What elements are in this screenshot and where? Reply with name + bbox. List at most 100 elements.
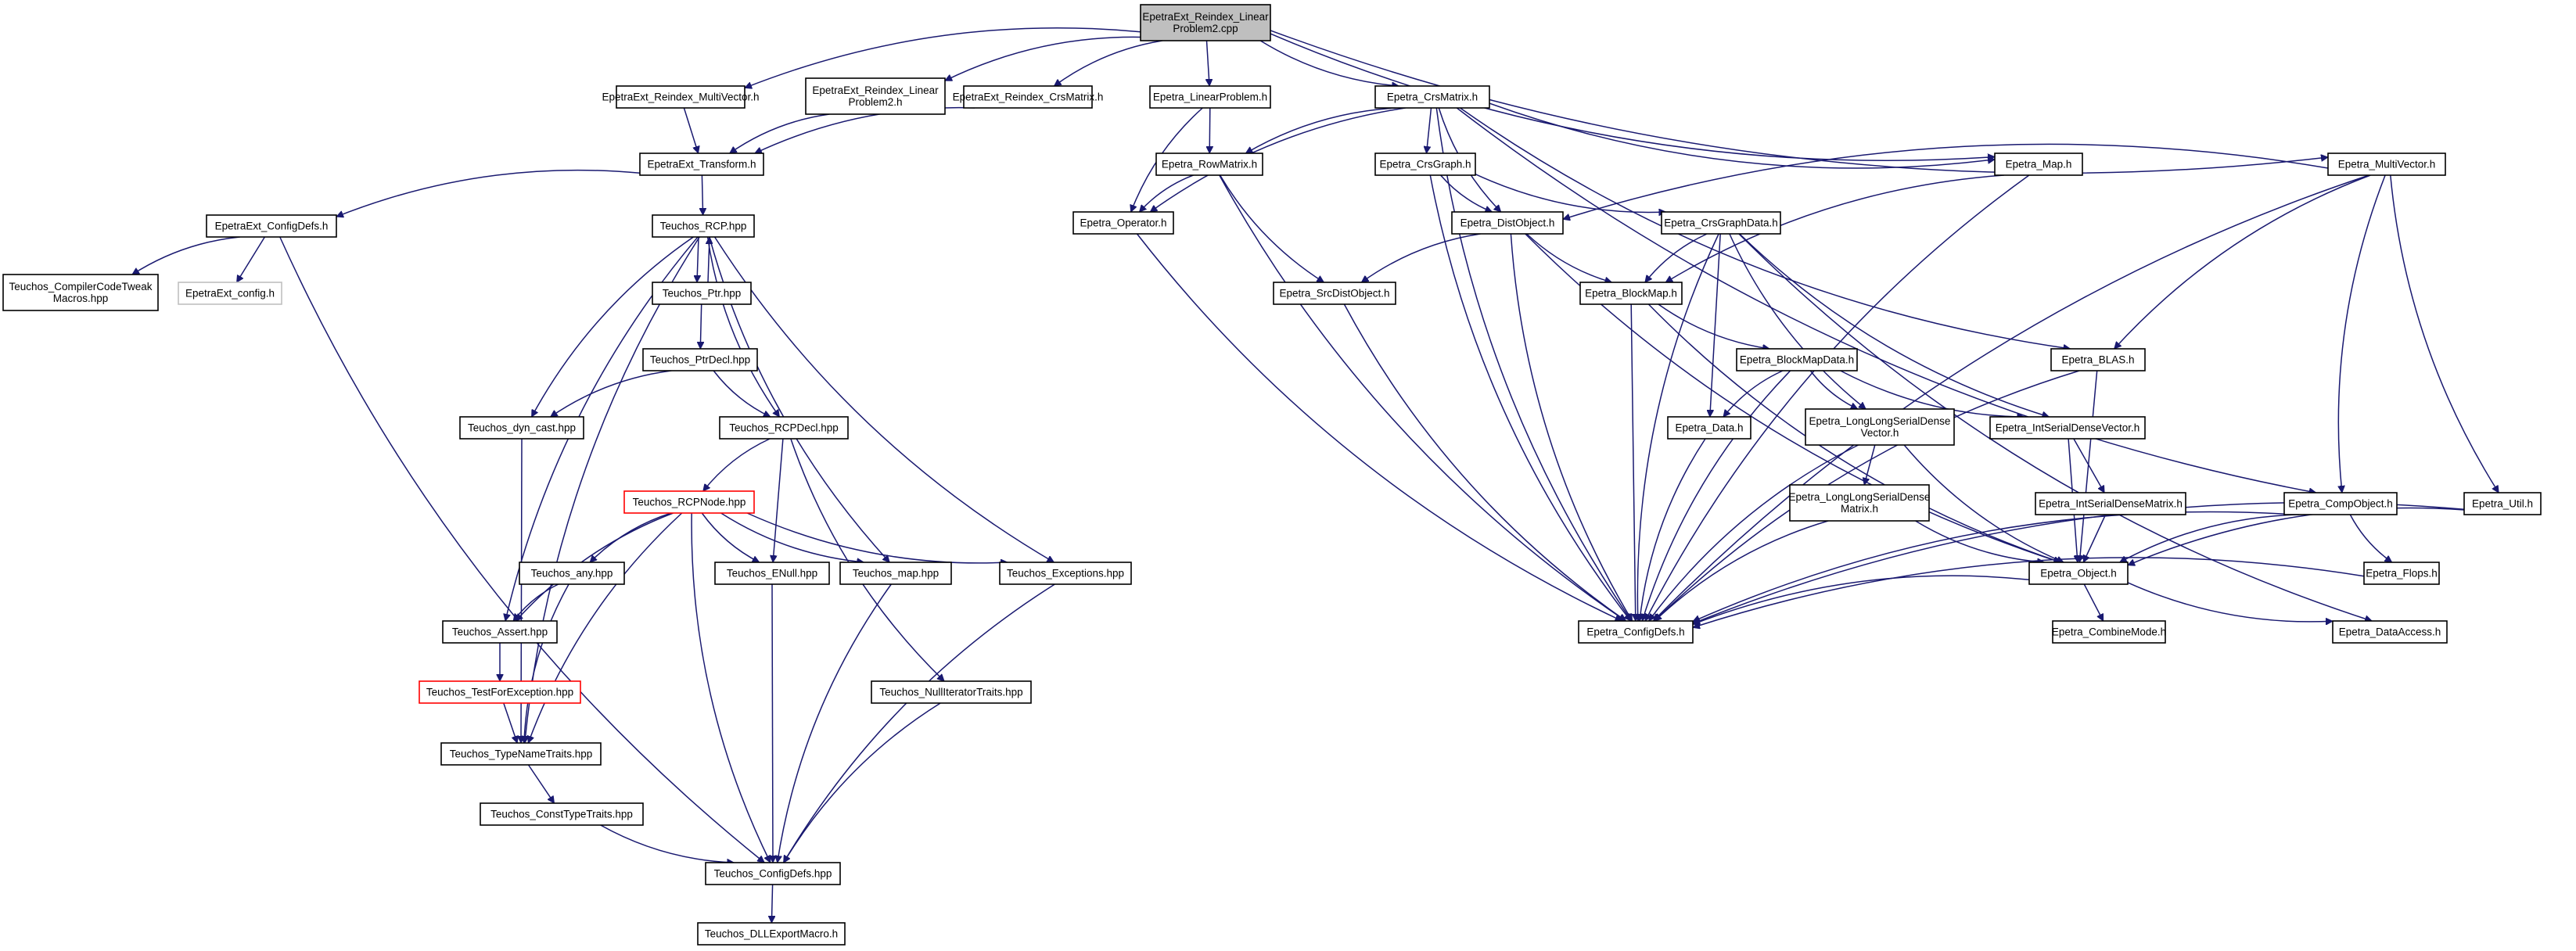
- edge-e_object-to-e_configdefs: [1693, 575, 2030, 624]
- node-t_configdefs[interactable]: Teuchos_ConfigDefs.hpp: [705, 862, 841, 885]
- node-blas[interactable]: Epetra_BLAS.h: [2050, 348, 2146, 371]
- node-e_object[interactable]: Epetra_Object.h: [2028, 562, 2129, 585]
- node-ext_config[interactable]: EpetraExt_config.h: [178, 282, 282, 305]
- node-label: EpetraExt_config.h: [185, 288, 275, 300]
- node-nulliter[interactable]: Teuchos_NullIteratorTraits.hpp: [871, 680, 1032, 704]
- node-rowmatrix[interactable]: Epetra_RowMatrix.h: [1155, 153, 1263, 176]
- edge-enull-to-t_configdefs: [772, 583, 773, 863]
- node-ptrdecl[interactable]: Teuchos_PtrDecl.hpp: [642, 348, 758, 371]
- node-box: [2028, 562, 2129, 585]
- node-linearproblem[interactable]: Epetra_LinearProblem.h: [1149, 85, 1271, 109]
- node-e_configdefs[interactable]: Epetra_ConfigDefs.h: [1578, 620, 1694, 644]
- node-box: [652, 282, 752, 305]
- node-box: [2050, 348, 2146, 371]
- node-blockmapdata[interactable]: Epetra_BlockMapData.h: [1736, 348, 1858, 371]
- node-tmap[interactable]: Teuchos_map.hpp: [839, 562, 952, 585]
- node-box: [1072, 211, 1174, 235]
- edge-crsgraphdata-to-dataaccess: [1738, 233, 2372, 621]
- node-label: Epetra_Flops.h: [2366, 568, 2438, 580]
- node-dyncast[interactable]: Teuchos_dyn_cast.hpp: [459, 416, 584, 440]
- node-crsmatrix[interactable]: Epetra_CrsMatrix.h: [1374, 85, 1490, 109]
- node-enull[interactable]: Teuchos_ENull.hpp: [714, 562, 830, 585]
- edge-rcpdecl-to-enull: [773, 438, 784, 562]
- node-box: [1805, 408, 1955, 446]
- edge-rcpnode-to-enull: [701, 512, 759, 563]
- node-crsgraph[interactable]: Epetra_CrsGraph.h: [1374, 153, 1476, 176]
- node-map[interactable]: Epetra_Map.h: [1994, 153, 2083, 176]
- node-ptr[interactable]: Teuchos_Ptr.hpp: [652, 282, 752, 305]
- node-isdv[interactable]: Epetra_IntSerialDenseVector.h: [1989, 416, 2146, 440]
- node-typenametraits[interactable]: Teuchos_TypeNameTraits.hpp: [440, 742, 602, 766]
- node-rcpnode[interactable]: Teuchos_RCPNode.hpp: [623, 490, 755, 514]
- edge-rowmatrix-to-operator: [1140, 174, 1194, 212]
- node-combinemode[interactable]: Epetra_CombineMode.h: [2052, 620, 2166, 644]
- node-rcpdecl[interactable]: Teuchos_RCPDecl.hpp: [719, 416, 849, 440]
- node-label: Epetra_IntSerialDenseMatrix.h: [2039, 498, 2183, 510]
- node-exceptions[interactable]: Teuchos_Exceptions.hpp: [999, 562, 1132, 585]
- node-box: [2327, 153, 2446, 176]
- node-label: Teuchos_RCPNode.hpp: [633, 497, 746, 508]
- edge-flops-to-e_configdefs: [1693, 557, 2365, 628]
- node-box: [705, 862, 841, 885]
- edge-blockmap-to-blockmapdata: [1658, 303, 1769, 349]
- node-box: [719, 416, 849, 440]
- node-label: Epetra_LinearProblem.h: [1153, 92, 1267, 103]
- node-flops[interactable]: Epetra_Flops.h: [2363, 562, 2440, 585]
- node-box: [419, 680, 581, 704]
- node-dllexport[interactable]: Teuchos_DLLExportMacro.h: [697, 922, 846, 946]
- node-reidx_crs[interactable]: EpetraExt_Reindex_CrsMatrix.h: [953, 85, 1104, 109]
- node-crsgraphdata[interactable]: Epetra_CrsGraphData.h: [1661, 211, 1781, 235]
- node-box: [697, 922, 846, 946]
- edge-consttype-to-t_configdefs: [600, 824, 735, 863]
- node-box: [1149, 85, 1271, 109]
- node-label: Teuchos_RCP.hpp: [660, 221, 747, 232]
- node-util[interactable]: Epetra_Util.h: [2463, 492, 2542, 515]
- node-testforexc[interactable]: Teuchos_TestForException.hpp: [419, 680, 581, 704]
- edge-blockmap-to-e_configdefs: [1630, 303, 1636, 621]
- edge-blockmapdata-to-data: [1723, 370, 1784, 417]
- node-isdm[interactable]: Epetra_IntSerialDenseMatrix.h: [2035, 492, 2186, 515]
- node-label: Teuchos_ConstTypeTraits.hpp: [490, 809, 633, 820]
- edge-llsdv-to-e_object: [1903, 444, 2064, 562]
- node-label: Teuchos_TestForException.hpp: [426, 687, 573, 698]
- edge-compobject-to-e_object: [2120, 514, 2300, 563]
- edge-rcpnode-to-any: [590, 512, 672, 562]
- node-srcdistobject[interactable]: Epetra_SrcDistObject.h: [1273, 282, 1396, 305]
- node-label: Teuchos_RCPDecl.hpp: [729, 422, 839, 434]
- node-label: Matrix.h: [1841, 503, 1878, 515]
- edge-root-to-reidx_lp: [945, 36, 1141, 81]
- node-data[interactable]: Epetra_Data.h: [1667, 416, 1751, 440]
- edge-multivector-to-compobject: [2338, 174, 2386, 493]
- edge-root-to-multivector: [1270, 30, 2328, 174]
- node-any[interactable]: Teuchos_any.hpp: [519, 562, 625, 585]
- node-ext_configdefs[interactable]: EpetraExt_ConfigDefs.h: [206, 214, 337, 238]
- node-assert[interactable]: Teuchos_Assert.hpp: [442, 620, 558, 644]
- node-box: [440, 742, 602, 766]
- node-consttype[interactable]: Teuchos_ConstTypeTraits.hpp: [480, 802, 644, 826]
- node-reidx_mv[interactable]: EpetraExt_Reindex_MultiVector.h: [602, 85, 760, 109]
- node-transform[interactable]: EpetraExt_Transform.h: [639, 153, 764, 176]
- node-compobject[interactable]: Epetra_CompObject.h: [2283, 492, 2398, 515]
- node-blockmap[interactable]: Epetra_BlockMap.h: [1579, 282, 1683, 305]
- node-box: [1789, 484, 1930, 522]
- node-label: Epetra_ConfigDefs.h: [1586, 626, 1684, 638]
- edge-rowmatrix-to-e_configdefs: [1219, 174, 1626, 622]
- node-rcp[interactable]: Teuchos_RCP.hpp: [652, 214, 755, 238]
- edge-crsgraph-to-crsgraphdata: [1475, 174, 1665, 213]
- edge-e_object-to-combinemode: [2083, 583, 2104, 621]
- edge-util-to-e_object: [2128, 507, 2465, 565]
- edge-any-to-assert: [513, 583, 559, 621]
- node-box: [1578, 620, 1694, 644]
- node-dataaccess[interactable]: Epetra_DataAccess.h: [2332, 620, 2448, 644]
- node-operator[interactable]: Epetra_Operator.h: [1072, 211, 1174, 235]
- node-distobject[interactable]: Epetra_DistObject.h: [1451, 211, 1564, 235]
- edge-crsmatrix-to-crsgraph: [1427, 107, 1432, 153]
- edge-crsmatrix-to-compobject: [1456, 107, 2316, 493]
- node-label: EpetraExt_Reindex_Linear: [1142, 11, 1269, 23]
- node-multivector[interactable]: Epetra_MultiVector.h: [2327, 153, 2446, 176]
